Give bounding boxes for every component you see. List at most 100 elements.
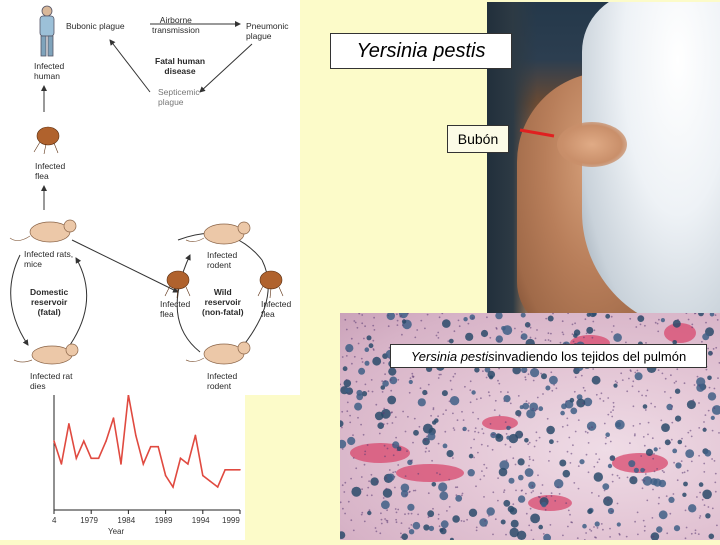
cell-nucleus <box>698 313 704 316</box>
cell-nucleus <box>587 509 592 514</box>
bacteria-dot <box>699 492 701 494</box>
bacteria-dot <box>694 384 696 386</box>
bacteria-dot <box>698 533 700 535</box>
cell-nucleus <box>375 412 384 421</box>
bacteria-dot <box>716 525 718 527</box>
cell-nucleus <box>608 508 614 514</box>
bacteria-dot <box>565 400 567 402</box>
bacteria-dot <box>364 325 366 327</box>
bubo-arrow-icon <box>518 128 558 140</box>
bacteria-dot <box>489 337 491 339</box>
bacteria-dot <box>458 320 460 322</box>
bacteria-dot <box>521 337 523 339</box>
cell-nucleus <box>488 371 496 379</box>
cell-nucleus <box>634 468 639 473</box>
bacteria-dot <box>550 340 552 342</box>
cell-nucleus <box>656 526 662 532</box>
bacteria-dot <box>475 427 477 429</box>
cell-nucleus <box>687 400 696 409</box>
cell-nucleus <box>610 455 616 461</box>
bacteria-dot <box>341 411 343 413</box>
bacteria-dot <box>397 324 399 326</box>
bacteria-dot <box>588 471 590 473</box>
bacteria-dot <box>526 400 528 402</box>
cell-nucleus <box>613 333 622 342</box>
cell-nucleus <box>354 403 362 411</box>
bacteria-dot <box>591 426 593 428</box>
bacteria-dot <box>392 472 394 474</box>
bacteria-dot <box>450 380 452 382</box>
bacteria-dot <box>521 490 523 492</box>
bacteria-dot <box>364 521 366 523</box>
infected-flea-label: Infected flea <box>35 161 65 181</box>
bacteria-dot <box>481 428 483 430</box>
bacteria-dot <box>361 512 363 514</box>
bacteria-dot <box>651 536 653 538</box>
cell-nucleus <box>661 318 665 322</box>
bacteria-dot <box>653 453 655 455</box>
bacteria-dot <box>371 494 373 496</box>
chart-point <box>187 463 189 465</box>
bacteria-dot <box>357 327 359 329</box>
bacteria-dot <box>349 422 351 424</box>
bacteria-dot <box>387 315 389 317</box>
bacteria-dot <box>349 415 351 417</box>
bacteria-dot <box>595 453 597 455</box>
bacteria-dot <box>619 477 621 479</box>
bacteria-dot <box>506 459 508 461</box>
bacteria-dot <box>486 316 488 318</box>
bacteria-dot <box>644 530 646 532</box>
bacteria-dot <box>525 379 527 381</box>
bacteria-dot <box>571 453 573 455</box>
bacteria-dot <box>372 391 374 393</box>
chart-x-tick-label: 1989 <box>155 516 173 525</box>
bacteria-dot <box>385 488 387 490</box>
bacteria-dot <box>595 537 597 539</box>
bacteria-dot <box>401 522 403 524</box>
bacteria-dot <box>686 313 688 314</box>
bacteria-dot <box>612 474 614 476</box>
bacteria-dot <box>348 501 350 503</box>
bacteria-dot <box>634 372 636 374</box>
bacteria-dot <box>451 389 453 391</box>
bacteria-dot <box>507 391 509 393</box>
cell-nucleus <box>387 396 396 405</box>
bacteria-dot <box>493 434 495 436</box>
cell-nucleus <box>541 373 547 379</box>
bacteria-dot <box>396 521 398 523</box>
bacteria-dot <box>562 320 564 322</box>
cell-nucleus <box>377 422 384 429</box>
cell-nucleus <box>401 533 408 540</box>
bacteria-dot <box>417 473 419 475</box>
cell-nucleus <box>708 392 716 400</box>
bacteria-dot <box>637 512 639 514</box>
bacteria-dot <box>455 486 457 488</box>
cell-nucleus <box>549 376 558 385</box>
bacteria-dot <box>528 465 530 467</box>
bacteria-dot <box>342 448 344 450</box>
bacteria-dot <box>410 377 412 379</box>
caption-species: Yersinia pestis <box>411 349 495 364</box>
cell-nucleus <box>422 390 427 395</box>
cell-nucleus <box>413 430 419 436</box>
chart-x-tick-label: 1979 <box>80 516 98 525</box>
bacteria-dot <box>562 332 564 334</box>
bacteria-dot <box>358 313 360 315</box>
bacteria-dot <box>536 408 538 410</box>
bacteria-dot <box>448 479 450 481</box>
bacteria-dot <box>562 535 564 537</box>
bacteria-dot <box>570 462 572 464</box>
bacteria-dot <box>454 429 456 431</box>
cell-nucleus <box>595 521 600 526</box>
cell-nucleus <box>340 420 344 427</box>
bacteria-dot <box>366 495 368 497</box>
cell-nucleus <box>518 475 524 481</box>
bacteria-dot <box>425 440 427 442</box>
bacteria-dot <box>707 348 709 350</box>
cell-nucleus <box>592 376 601 385</box>
bacteria-dot <box>383 408 385 410</box>
bacteria-dot <box>717 319 719 321</box>
bacteria-dot <box>478 432 480 434</box>
bacteria-dot <box>364 464 366 466</box>
bacteria-dot <box>361 488 363 490</box>
